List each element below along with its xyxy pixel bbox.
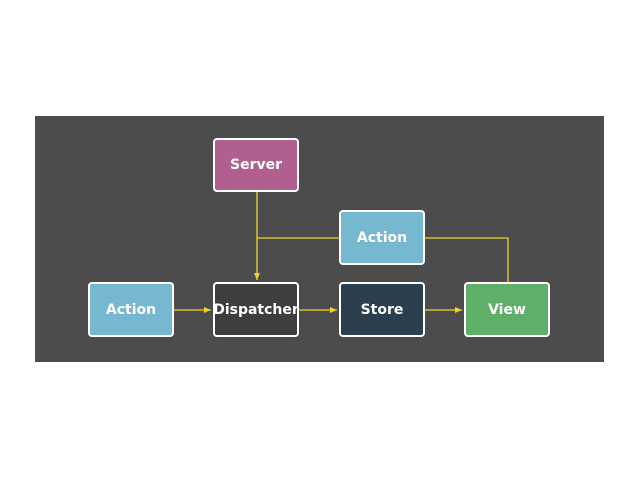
view-node-label: View [488, 301, 526, 318]
view-node: View [464, 282, 550, 337]
action-node-top-label: Action [356, 229, 408, 246]
store-node: Store [339, 282, 425, 337]
action-node-left: Action [88, 282, 174, 337]
action-node-top: Action [339, 210, 425, 265]
edge-view-to-action-top [425, 237, 509, 282]
dispatcher-node: Dispatcher [213, 282, 299, 337]
server-node-label: Server [229, 157, 282, 173]
server-node: Server [213, 138, 299, 192]
store-node-label: Store [360, 301, 404, 318]
action-node-left-label: Action [105, 301, 157, 318]
dispatcher-node-label: Dispatcher [213, 301, 299, 318]
